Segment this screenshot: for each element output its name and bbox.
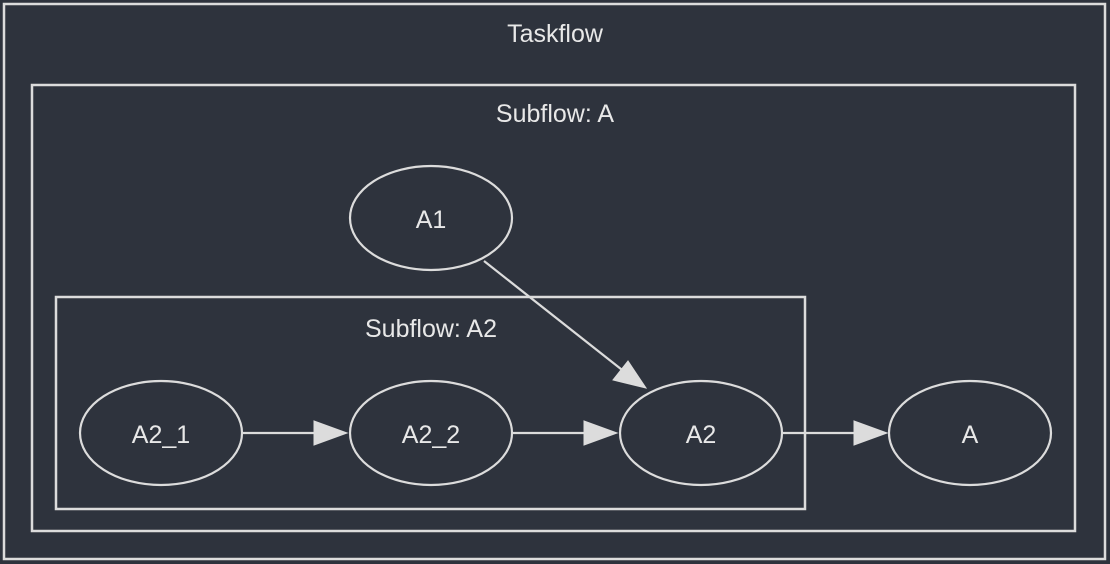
node-a2_2-label: A2_2 xyxy=(402,421,460,449)
node-a1-ellipse xyxy=(348,164,514,272)
cluster-subflow-a2-label: Subflow: A2 xyxy=(365,315,497,343)
edge-a2-a-arrowhead xyxy=(853,420,889,446)
cluster-subflow-a-label: Subflow: A xyxy=(496,100,614,128)
node-a2_1[interactable]: A2_1 xyxy=(78,379,244,487)
cluster-subflow-a-border xyxy=(30,83,1077,533)
edge-a2_1-a2_2-arrowhead xyxy=(313,420,349,446)
cluster-taskflow-label: Taskflow xyxy=(507,20,604,48)
node-a2-label: A2 xyxy=(686,421,717,449)
edge-a2_2-to-a2 xyxy=(512,420,619,446)
edge-a2_1-to-a2_2 xyxy=(242,420,349,446)
edge-a1-a2-line xyxy=(483,260,627,374)
node-a-ellipse xyxy=(887,379,1053,487)
node-a1[interactable]: A1 xyxy=(348,164,514,272)
node-a-label: A xyxy=(962,421,979,449)
node-a1-label: A1 xyxy=(416,206,447,234)
edge-a2_2-a2-arrowhead xyxy=(583,420,619,446)
cluster-subflow-a2-border xyxy=(54,295,807,511)
node-a2[interactable]: A2 xyxy=(618,379,784,487)
edge-a2-to-a xyxy=(782,420,889,446)
edge-a1-a2-arrowhead xyxy=(612,360,648,389)
edge-a1-to-a2 xyxy=(483,260,648,389)
node-a2_2[interactable]: A2_2 xyxy=(348,379,514,487)
cluster-subflow-a: Subflow: A xyxy=(30,83,1077,533)
node-a2-ellipse xyxy=(618,379,784,487)
node-a2_1-ellipse xyxy=(78,379,244,487)
node-a2_1-label: A2_1 xyxy=(132,421,190,449)
cluster-subflow-a2: Subflow: A2 xyxy=(54,295,807,511)
node-a2_2-ellipse xyxy=(348,379,514,487)
node-a[interactable]: A xyxy=(887,379,1053,487)
